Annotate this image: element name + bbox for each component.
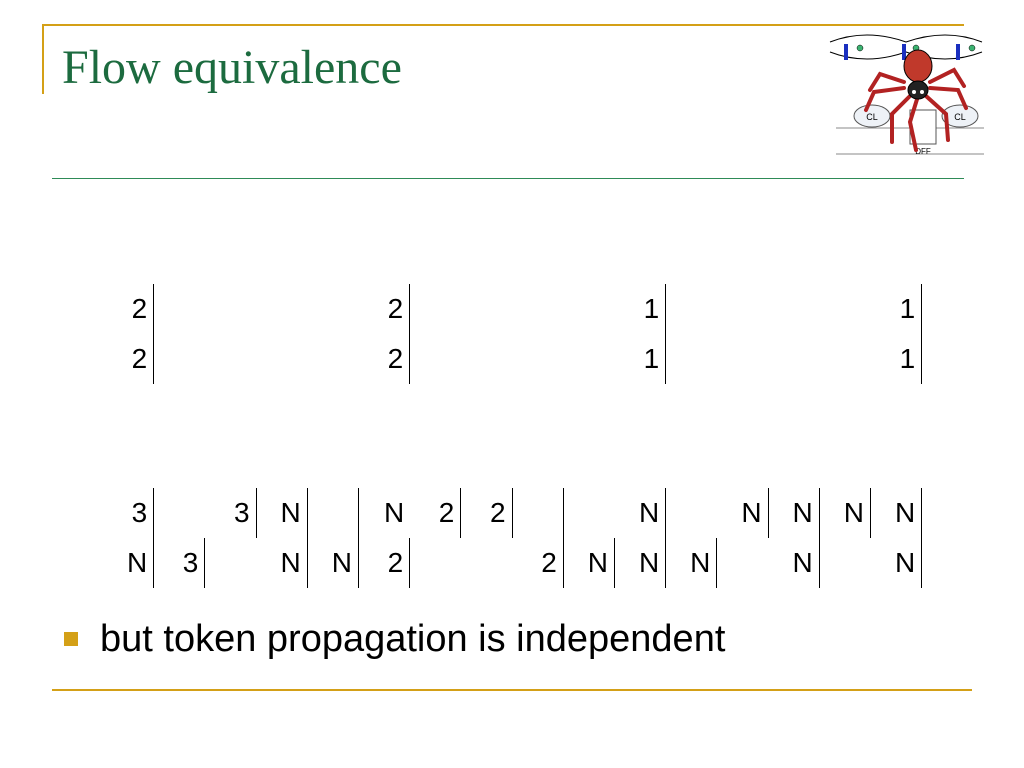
table-cell: N [666,538,718,588]
table-cell [513,488,564,538]
table-cell [154,334,205,384]
table-cell: N [103,538,155,588]
table-cell [154,284,205,334]
table-cell [820,284,871,334]
bullet-square-icon [64,632,78,646]
table-cell [461,538,512,588]
table-cell [769,284,820,334]
table-cell [308,284,359,334]
table-cell: 1 [615,334,667,384]
table-cell: N [615,488,667,538]
table-cell: 3 [154,538,206,588]
table-cell: N [383,497,405,528]
table-cell: 2 [103,284,155,334]
table-cell: N [871,538,923,588]
slide-title: Flow equivalence [62,41,402,94]
table-cell: 1 [871,284,923,334]
title-divider [52,178,964,179]
table-cell [564,488,615,538]
table-cell [154,488,205,538]
table-cell: 1 [615,284,667,334]
table-cell [820,334,871,384]
table-cell [513,284,564,334]
table-cell: N [769,488,820,538]
table-cell [410,284,461,334]
table-cell: 2 [410,488,462,538]
table-cell: 2 [359,538,411,588]
table-cell [820,538,871,588]
table-cell [717,538,768,588]
table-cell: N [615,538,667,588]
table-cell [513,334,564,384]
table-cell: N [257,488,308,538]
spider-logo: CL CL DFF [829,34,984,156]
table-cell: N [564,538,615,588]
dff-label: DFF [915,147,931,156]
table-cell: N [871,488,923,538]
table-cell: 2 [513,538,564,588]
table-cell: N [717,488,769,538]
table-cell [205,334,256,384]
bullet-text: but token propagation is independent [100,618,726,660]
table-cell [410,538,461,588]
cl-right-label: CL [954,112,966,122]
table-cell [308,334,359,384]
table-cell: 3 [103,488,155,538]
table-cell: N [257,538,308,588]
table-cell [666,488,717,538]
table-cell [666,334,717,384]
table-cell: N [820,488,871,538]
bottom-divider [52,689,972,691]
table-cell: 2 [461,488,513,538]
table-cell: 2 [359,284,411,334]
table-cell [461,334,512,384]
table-cell: 2 [359,334,411,384]
table-cell [410,334,461,384]
table-cell: 2 [103,334,155,384]
table-cell [666,284,717,334]
table-cell [461,284,512,334]
table-cell: 3 [205,488,257,538]
table-cell [717,334,768,384]
table-cell [205,284,256,334]
cl-left-label: CL [866,112,878,122]
table-cell [257,334,308,384]
table-cell [769,334,820,384]
table-cell [257,284,308,334]
table-cell [308,488,359,538]
left-accent-line [42,24,44,94]
table-cell [564,334,615,384]
table-cell: N [769,538,820,588]
table-cell [717,284,768,334]
table-cell: 1 [871,334,923,384]
table-cell: N [308,538,359,588]
table-cell [205,538,256,588]
table-cell [564,284,615,334]
top-accent-line [42,24,964,26]
